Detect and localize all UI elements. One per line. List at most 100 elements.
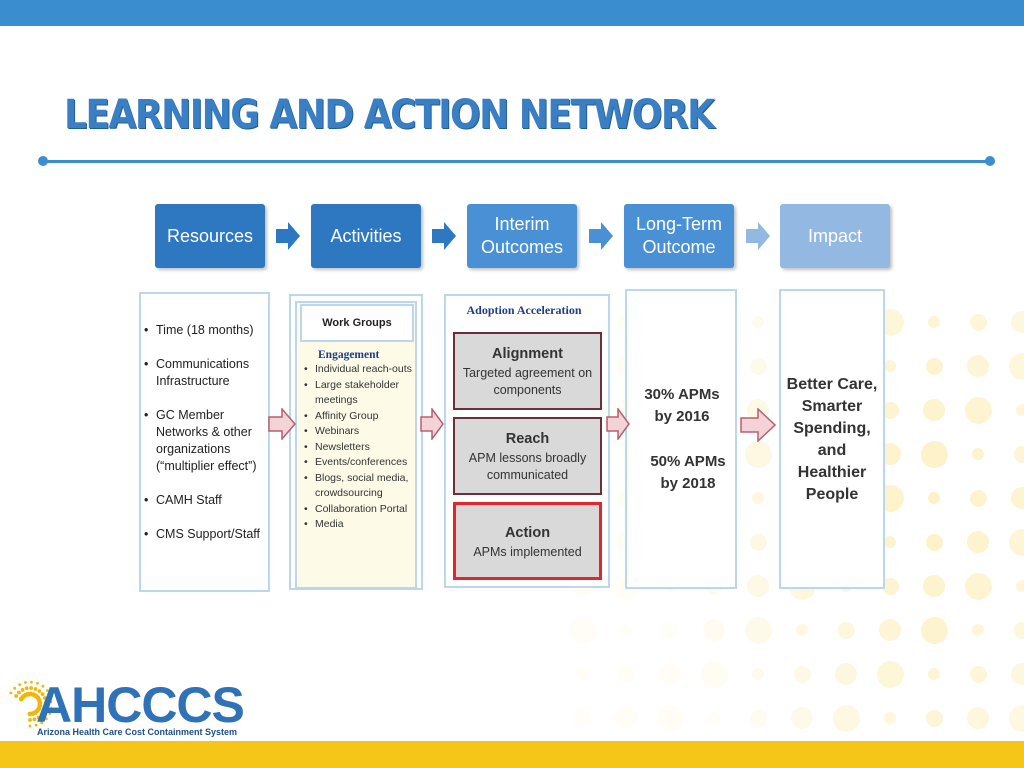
list-item: Affinity Group [303,409,415,425]
decorative-dot [1008,528,1024,556]
decorative-dot [881,401,899,419]
decorative-dot [796,624,808,636]
decorative-dot [749,533,767,551]
decorative-dot [700,660,728,688]
decorative-dot [1011,311,1024,333]
decorative-dot [749,709,767,727]
decorative-dot [749,357,767,375]
decorative-dot [617,665,635,683]
decorative-dot [1016,404,1024,416]
decorative-dot [964,572,992,600]
action-desc: APMs implemented [473,545,582,559]
arrow-right-icon [740,408,776,442]
rule-end-dot-right [985,156,995,166]
decorative-dot [659,663,681,685]
stage-interim-outcomes-label: Interim Outcomes [480,214,564,257]
page-title: LEARNING AND ACTION NETWORK [64,92,715,138]
sun-ray-dot [24,686,29,691]
impact-text: Better Care, Smarter Spending, and Healt… [786,376,878,503]
decorative-dot [747,575,769,597]
sun-ray-dot [44,700,48,705]
arrow-right-icon [276,222,300,250]
decorative-dot [837,621,855,639]
decorative-dot [703,619,725,641]
sun-ray-dot [18,683,22,686]
decorative-dot [884,536,896,548]
decorative-dot [1016,580,1024,592]
decorative-dot [656,704,684,732]
sun-ray-dot [27,711,33,717]
decorative-dot [1011,663,1024,685]
sun-ray-dot [45,689,49,692]
decorative-dot [568,616,596,644]
sun-ray-dot [50,706,52,710]
decorative-dot [925,357,943,375]
sun-ray-dot [43,704,48,709]
stage-interim-outcomes: Interim Outcomes [467,204,577,268]
alignment-desc: Targeted agreement on components [462,366,593,397]
goal-2016: 30% APMs by 2016 [644,386,720,425]
list-item: Blogs, social media, crowdsourcing [303,471,415,502]
reach-box: Reach APM lessons broadly communicated [453,417,602,495]
sun-ray-dot [24,681,27,684]
decorative-dot [1011,487,1024,509]
stage-resources: Resources [155,204,265,268]
decorative-dot [920,616,948,644]
title-rule [42,160,990,163]
alignment-title: Alignment [492,346,563,362]
list-item: Webinars [303,424,415,440]
list-item: CAMH Staff [144,492,270,509]
adoption-acceleration-label: Adoption Acceleration [466,303,582,317]
sun-ray-dot [37,689,42,693]
sun-ray-dot [42,709,47,713]
action-box: Action APMs implemented [453,502,602,580]
sun-ray-dot [34,723,38,727]
sun-ray-dot [40,692,45,696]
decorative-dot [969,665,987,683]
decorative-dot [923,399,945,421]
top-bar [0,0,1024,26]
stage-activities: Activities [311,204,421,268]
arrow-right-icon [606,408,630,440]
sun-ray-dot [36,715,41,720]
stage-impact: Impact [780,204,890,268]
stage-long-term-outcome: Long-Term Outcome [624,204,734,268]
decorative-dot [967,707,989,729]
decorative-dot [620,624,632,636]
list-item: Events/conferences [303,455,415,471]
arrow-right-icon [420,408,444,440]
decorative-dot [925,533,943,551]
list-item: Communications Infrastructure [144,356,270,390]
logo-subtitle: Arizona Health Care Cost Containment Sys… [37,727,238,737]
sun-ray-dot [20,688,25,692]
decorative-dot [964,396,992,424]
decorative-dot [752,316,764,328]
arrow-right-icon [746,222,770,250]
decorative-dot [876,660,904,688]
sun-ray-dot [29,686,33,690]
decorative-dot [744,440,772,468]
decorative-dot [752,668,764,680]
sun-ray-dot [40,712,44,717]
stage-long-term-outcome-label: Long-Term Outcome [635,214,723,257]
list-item: Individual reach-outs [303,362,415,378]
list-item: Time (18 months) [144,322,270,339]
list-item: GC Member Networks & other organizations… [144,407,270,475]
sun-ray-dot [41,684,45,688]
decorative-dot [835,663,857,685]
sun-ray-dot [28,718,32,722]
decorative-dot [1008,704,1024,732]
action-title: Action [504,525,551,541]
decorative-dot [576,668,588,680]
decorative-dot [969,489,987,507]
decorative-dot [920,440,948,468]
sun-ray-dot [14,694,18,698]
sun-ray-dot [30,680,33,684]
decorative-dot [1008,352,1024,380]
impact-panel [779,289,885,589]
resources-list: Time (18 months) Communications Infrastr… [144,322,270,560]
decorative-dot [793,665,811,683]
sun-ray-dot [48,712,52,715]
decorative-dot [832,704,860,732]
bottom-bar [0,741,1024,768]
